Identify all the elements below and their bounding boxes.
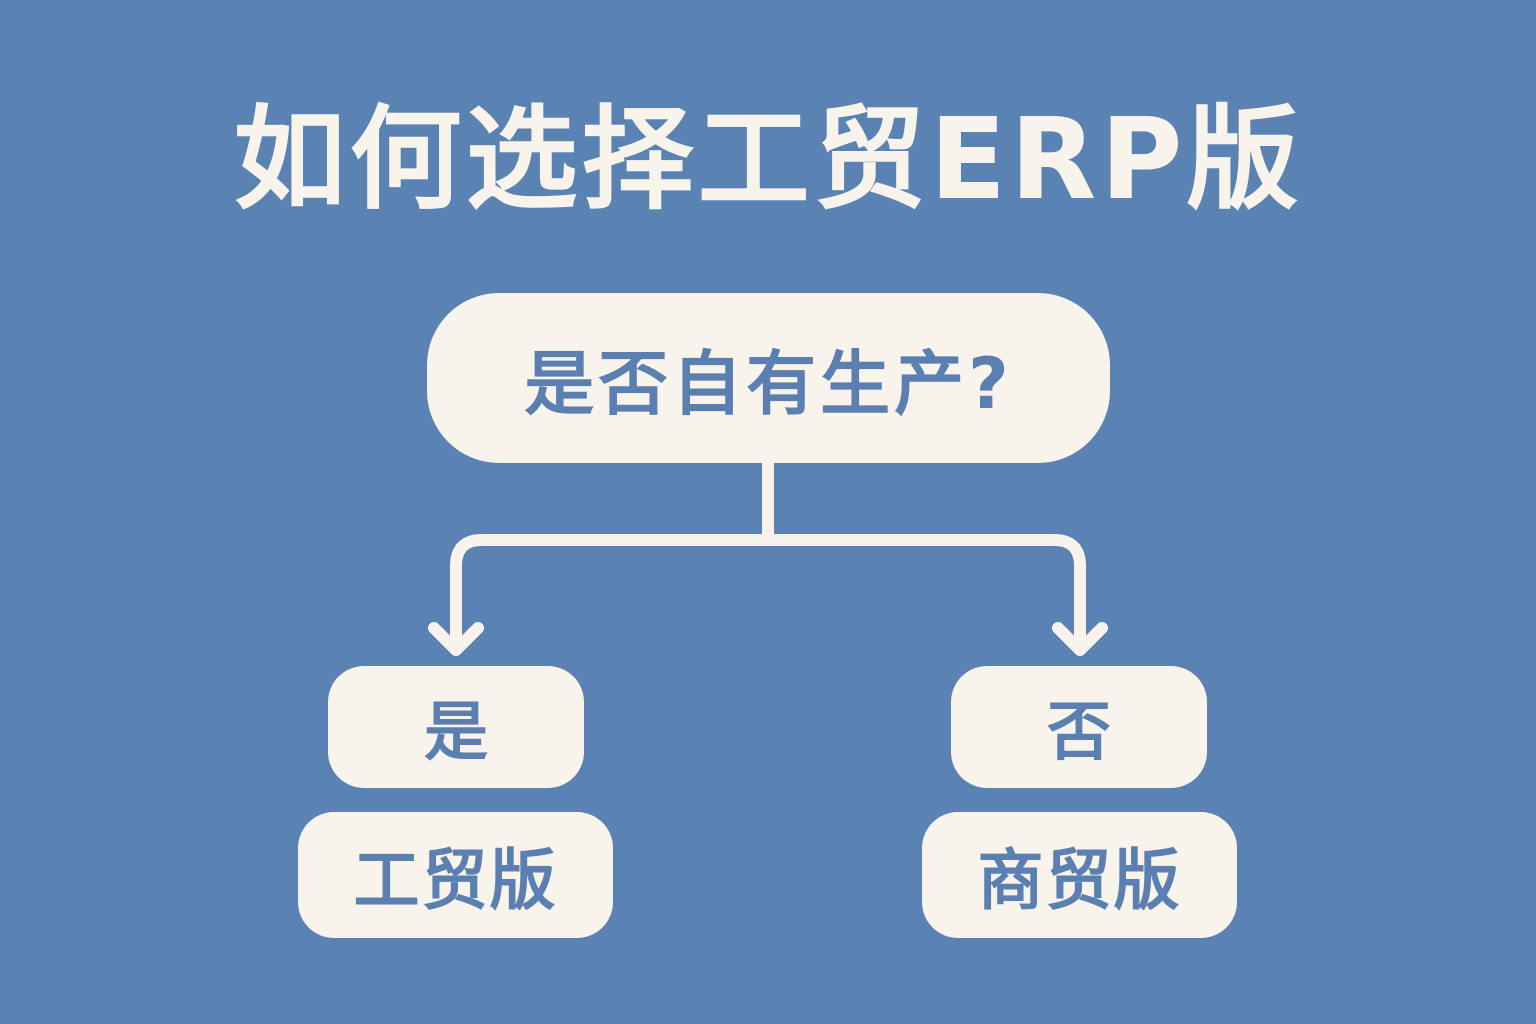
yes-answer-node: 是 <box>328 666 584 788</box>
right-arrowhead-icon <box>1052 622 1108 656</box>
commerce-trade-edition-node: 商贸版 <box>922 812 1237 938</box>
industry-trade-edition-node: 工贸版 <box>298 812 613 938</box>
left-arrowhead-icon <box>428 622 484 656</box>
question-node: 是否自有生产? <box>427 293 1110 463</box>
no-answer-node: 否 <box>951 666 1207 788</box>
diagram-title: 如何选择工贸ERP版 <box>233 95 1303 225</box>
right-branch-line <box>762 534 1086 654</box>
left-branch-line <box>450 534 774 654</box>
